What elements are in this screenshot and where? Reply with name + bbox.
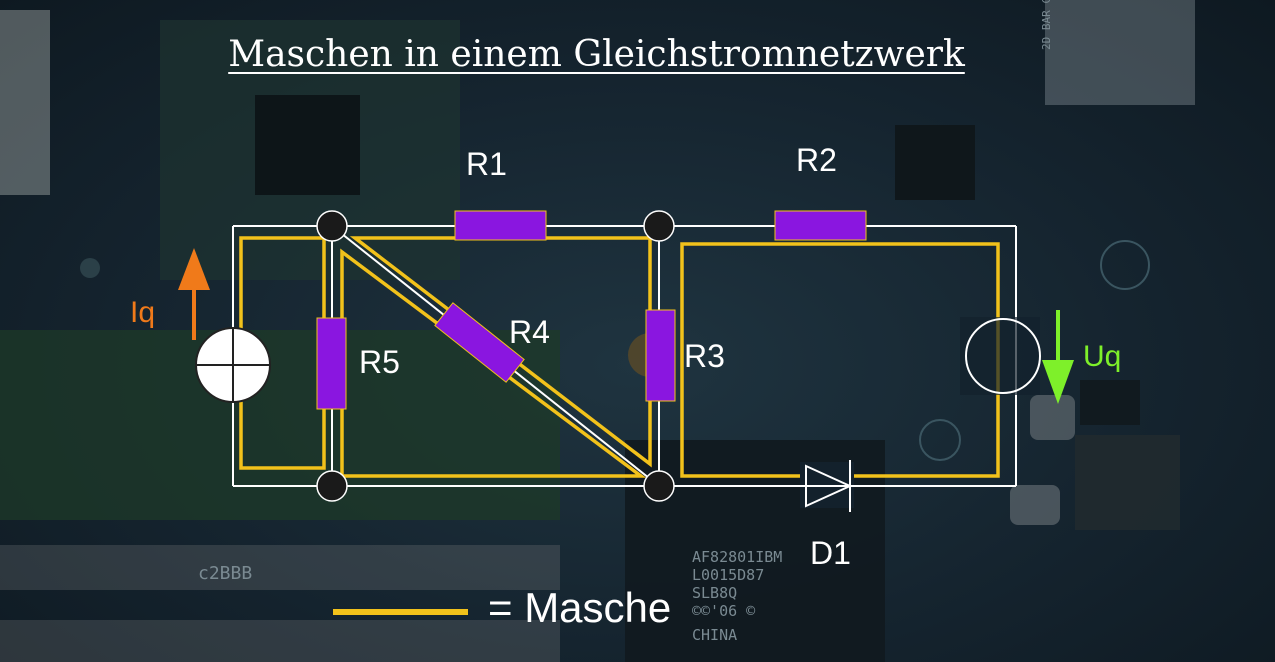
node-bottom-middle [643, 470, 675, 502]
label-r1: R1 [466, 146, 507, 182]
resistor-r1 [454, 210, 547, 241]
resistor-r2 [774, 210, 867, 241]
label-iq: Iq [130, 296, 156, 329]
resistor-r5 [316, 317, 347, 410]
label-r2: R2 [796, 142, 837, 178]
voltage-source-uq [960, 317, 1041, 395]
ram-marking: c2BBB [198, 563, 253, 584]
diode-d1 [800, 460, 858, 512]
node-top-middle [643, 210, 675, 242]
resistor-r4 [434, 302, 525, 383]
label-r4: R4 [509, 314, 550, 350]
iq-arrow [178, 248, 210, 340]
chip-marking-2: L0015D87 [692, 566, 765, 584]
meshes [239, 236, 1000, 478]
nodes [316, 210, 675, 502]
wires [232, 225, 1017, 487]
chip-marking-3: SLB8Q [692, 584, 738, 602]
label-r3: R3 [684, 338, 725, 374]
chip-marking-4: ©©'06 © [692, 602, 756, 620]
current-source-iq [195, 327, 271, 403]
chip-marking-1: AF82801IBM [692, 548, 783, 566]
resistor-r3 [645, 309, 676, 402]
node-bottom-left [316, 470, 348, 502]
legend-label: = Masche [488, 584, 672, 631]
label-d1: D1 [810, 535, 851, 571]
diagram-title: Maschen in einem Gleichstromnetzwerk [228, 34, 965, 75]
resistors [316, 210, 867, 410]
mesh-4 [680, 242, 1000, 478]
label-r5: R5 [359, 344, 400, 380]
node-top-left [316, 210, 348, 242]
uq-arrow [1042, 310, 1074, 404]
chip-marking-5: CHINA [692, 626, 738, 644]
label-uq: Uq [1083, 340, 1122, 373]
